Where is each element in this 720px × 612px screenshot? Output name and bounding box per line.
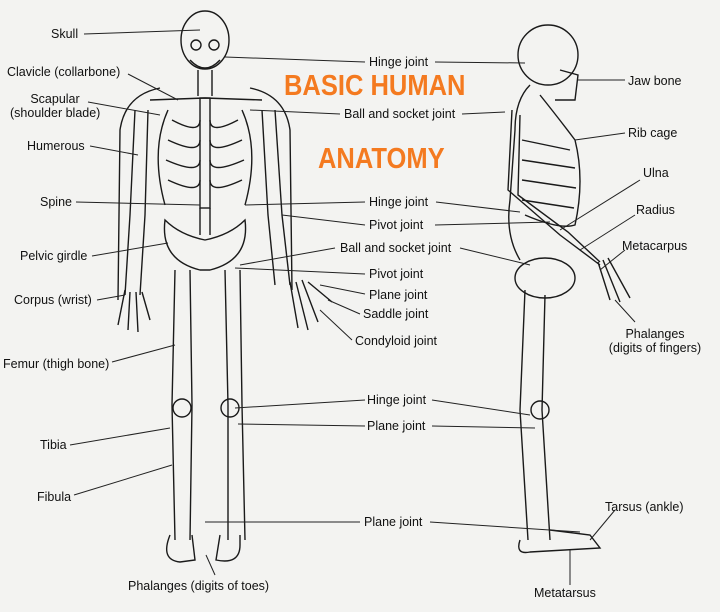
- label-femur: Femur (thigh bone): [3, 357, 110, 371]
- label-jaw-bone: Jaw bone: [628, 74, 682, 88]
- label-metatarsus: Metatarsus: [534, 586, 596, 600]
- label-condyloid-joint: Condyloid joint: [355, 334, 437, 348]
- side-skeleton: [507, 24, 631, 554]
- label-humerous: Humerous: [27, 139, 85, 153]
- label-pivot-joint-2: Pivot joint: [369, 267, 424, 281]
- label-skull: Skull: [51, 27, 79, 41]
- label-scapular-2: (shoulder blade): [10, 106, 101, 120]
- label-corpus: Corpus (wrist): [14, 293, 92, 307]
- label-tarsus: Tarsus (ankle): [605, 500, 684, 514]
- label-metacarpus: Metacarpus: [622, 239, 688, 253]
- label-plane-joint-1: Plane joint: [369, 288, 428, 302]
- label-rib-cage: Rib cage: [628, 126, 678, 140]
- label-phalanges-fingers-2: (digits of fingers): [608, 341, 702, 355]
- label-ball-socket-1: Ball and socket joint: [344, 107, 456, 121]
- label-hinge-joint-1: Hinge joint: [369, 55, 429, 69]
- title-line-1: BASIC HUMAN: [284, 70, 466, 102]
- label-clavicle: Clavicle (collarbone): [7, 65, 121, 79]
- front-skeleton: [117, 10, 333, 563]
- label-pelvic-girdle: Pelvic girdle: [20, 249, 88, 263]
- label-phalanges-fingers-1: Phalanges: [625, 327, 685, 341]
- label-tibia: Tibia: [40, 438, 67, 452]
- label-radius: Radius: [636, 203, 675, 217]
- title-line-2: ANATOMY: [318, 143, 445, 175]
- label-ulna: Ulna: [643, 166, 669, 180]
- label-plane-joint-3: Plane joint: [364, 515, 423, 529]
- label-saddle-joint: Saddle joint: [363, 307, 429, 321]
- leader-lines: [69, 29, 641, 585]
- label-scapular: Scapular(shoulder blade): [10, 92, 100, 120]
- label-hinge-joint-2: Hinge joint: [369, 195, 429, 209]
- label-ball-socket-2: Ball and socket joint: [340, 241, 452, 255]
- label-scapular-1: Scapular: [30, 92, 80, 106]
- label-spine: Spine: [40, 195, 72, 209]
- label-fibula: Fibula: [37, 490, 72, 504]
- label-hinge-joint-3: Hinge joint: [367, 393, 427, 407]
- label-pivot-joint-1: Pivot joint: [369, 218, 424, 232]
- label-phalanges-fingers: Phalanges(digits of fingers): [600, 327, 710, 355]
- label-phalanges-toes: Phalanges (digits of toes): [128, 579, 270, 593]
- label-plane-joint-2: Plane joint: [367, 419, 426, 433]
